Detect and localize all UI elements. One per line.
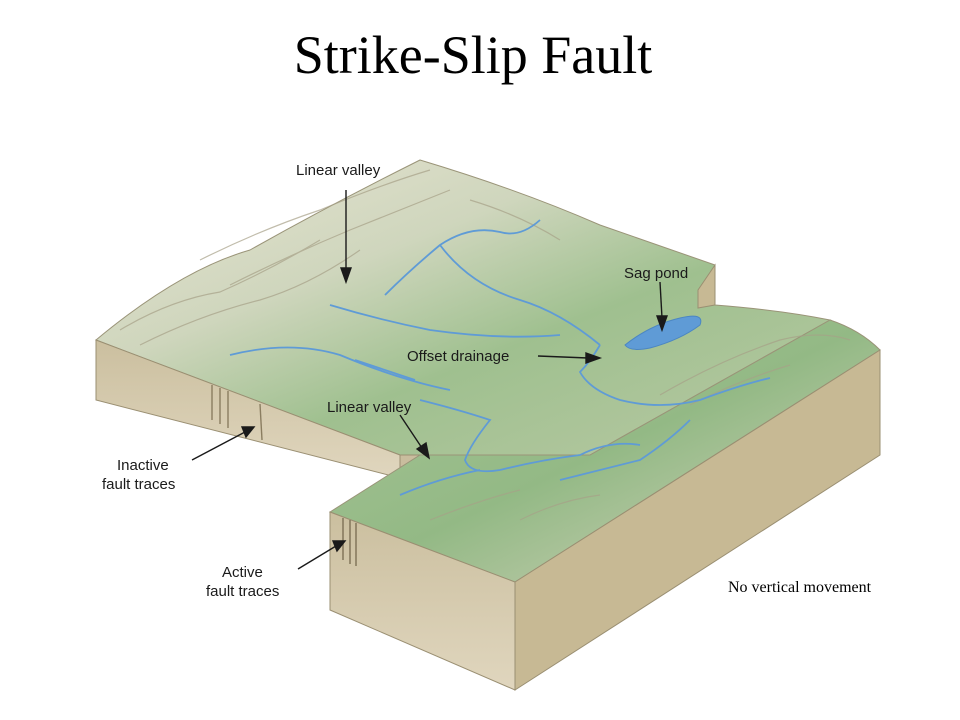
active-fault-trace-lines xyxy=(342,518,357,566)
label-active-line1: Active xyxy=(222,564,263,581)
slide-title: Strike-Slip Fault xyxy=(293,25,653,85)
back-block-top xyxy=(95,159,832,456)
leader-lines xyxy=(191,190,668,570)
label-sag-pond: Sag pond xyxy=(624,265,688,282)
inactive-fault-trace-lines xyxy=(211,385,263,441)
front-block-right-face xyxy=(514,349,881,691)
back-block-right-face xyxy=(697,263,716,309)
label-inactive-line1: Inactive xyxy=(117,457,169,474)
label-linear-valley-top: Linear valley xyxy=(296,162,381,179)
label-inactive-line2: fault traces xyxy=(102,476,175,493)
label-active-line2: fault traces xyxy=(206,583,279,600)
label-offset-drainage: Offset drainage xyxy=(407,348,509,365)
stream-network xyxy=(229,219,771,496)
no-vertical-movement-note: No vertical movement xyxy=(728,579,872,596)
label-linear-valley-mid: Linear valley xyxy=(327,399,412,416)
